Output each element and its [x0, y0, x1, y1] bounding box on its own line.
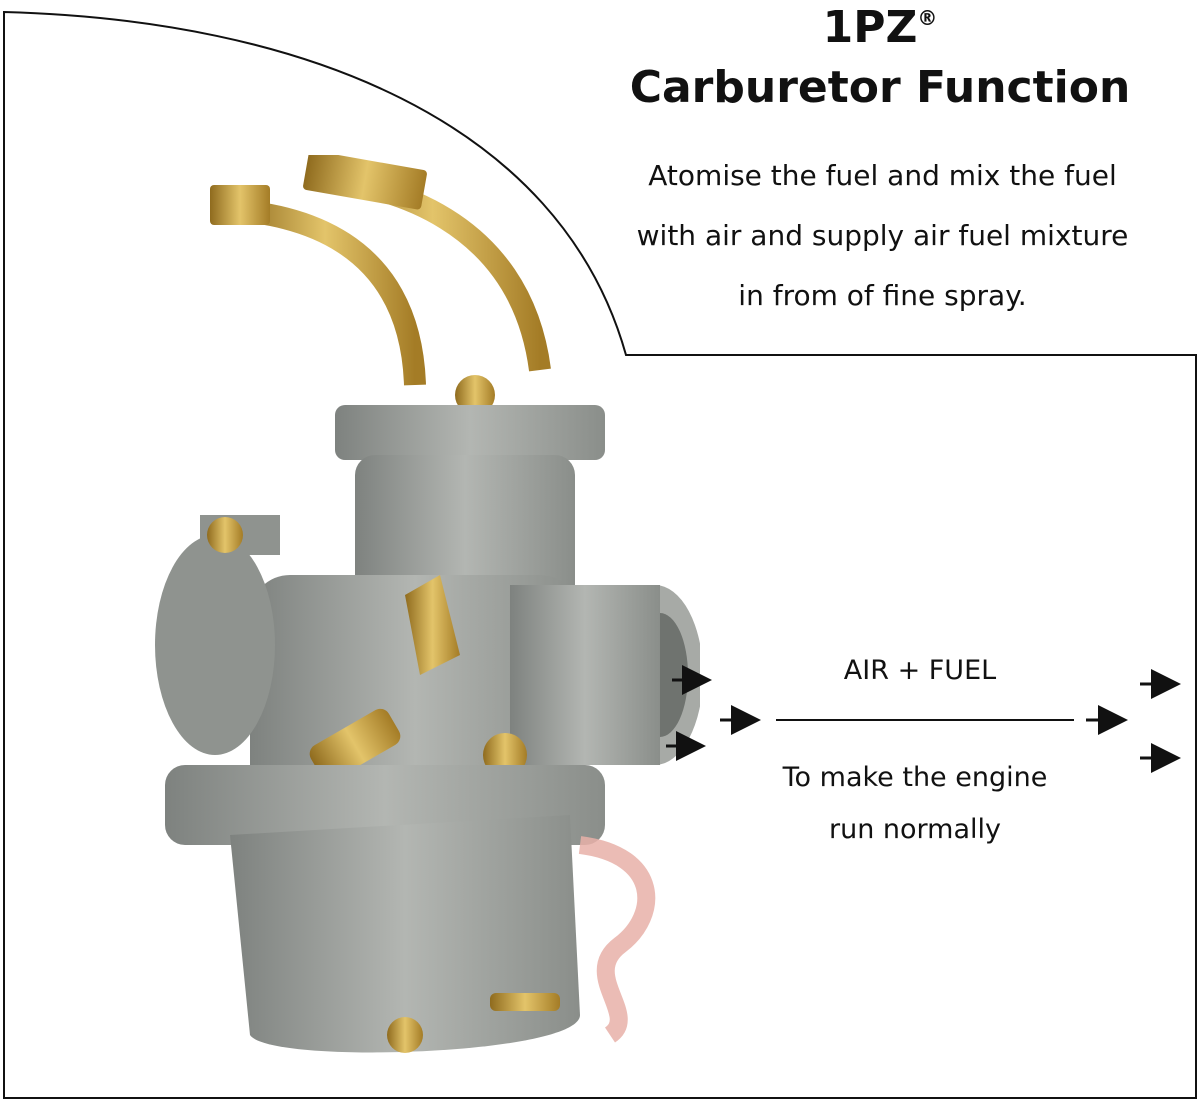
inlet-arrows [666, 665, 761, 761]
brand-name: 1PZ® [822, 2, 938, 53]
description-line: with air and supply air fuel mixture [636, 219, 1129, 252]
result-line: To make the engine [782, 762, 1048, 793]
description-text: Atomise the fuel and mix the fuel with a… [610, 146, 1155, 326]
page-title: Carburetor Function [629, 62, 1131, 113]
registered-mark: ® [917, 6, 938, 30]
result-line: run normally [829, 814, 1001, 845]
carburetor-illustration [155, 155, 700, 1053]
description-line: in from of fine spray. [738, 279, 1027, 312]
outlet-arrows [1086, 669, 1181, 773]
description-line: Atomise the fuel and mix the fuel [648, 159, 1117, 192]
flow-label-air-fuel: AIR + FUEL [843, 655, 997, 686]
flow-result-text: To make the engine run normally [760, 752, 1070, 856]
